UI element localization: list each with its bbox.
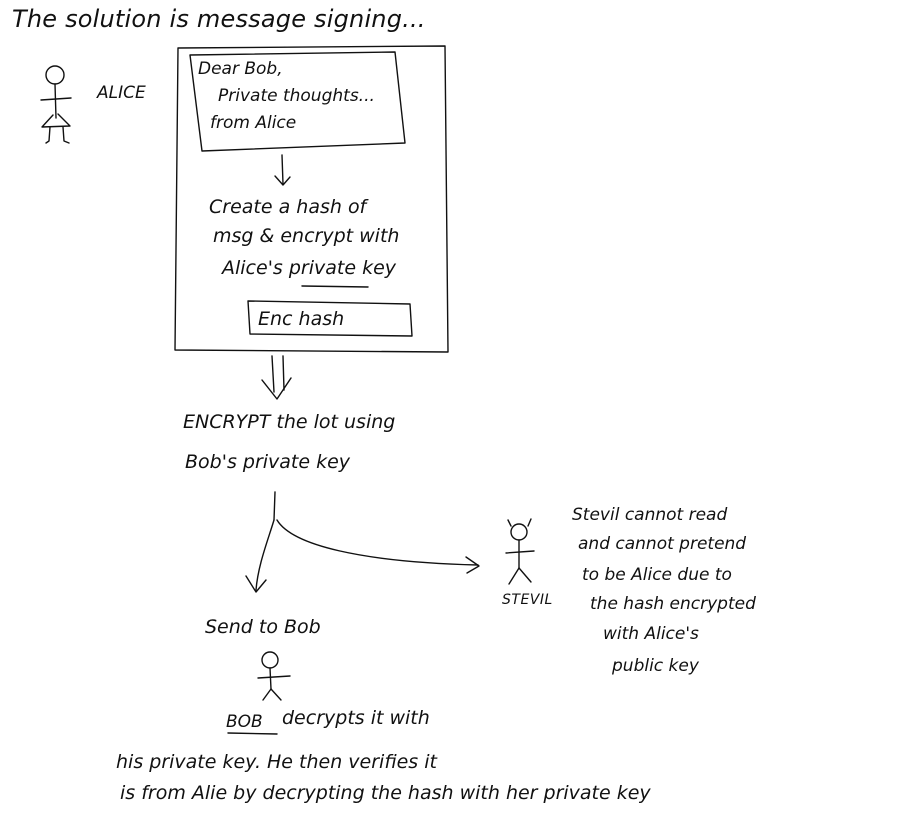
- bob-figure: [257, 651, 291, 701]
- stevil-label: STEVIL: [502, 592, 553, 608]
- enc-hash-box: [247, 300, 413, 337]
- stevil-note-line-5: with Alice's: [603, 624, 699, 644]
- hash-step-line-1: Create a hash of: [209, 196, 367, 218]
- private-underline: [301, 285, 369, 288]
- encrypt-step-line-2: Bob's private key: [185, 451, 351, 473]
- letter-box: [189, 51, 406, 152]
- container-box: [174, 45, 449, 353]
- stevil-note-line-4: the hash encrypted: [590, 594, 756, 614]
- stevil-note-line-2: and cannot pretend: [578, 534, 747, 554]
- send-to-bob-label: Send to Bob: [205, 616, 321, 638]
- stevil-note-line-1: Stevil cannot read: [572, 505, 728, 525]
- small-down-arrow: [274, 154, 291, 186]
- letter-line-2: Private thoughts...: [218, 86, 375, 106]
- stevil-figure: [505, 518, 535, 585]
- encrypt-step-line-1: ENCRYPT the lot using: [183, 411, 396, 433]
- bob-note-line-1: decrypts it with: [282, 707, 430, 729]
- enc-hash-label: Enc hash: [258, 308, 345, 330]
- stevil-note-line-6: public key: [612, 656, 699, 676]
- stevil-note-line-3: to be Alice due to: [582, 565, 732, 585]
- letter-line-3: from Alice: [210, 113, 297, 133]
- branch-arrows: [245, 491, 480, 593]
- hash-step-line-2: msg & encrypt with: [213, 225, 400, 247]
- bob-note-line-2: his private key. He then verifies it: [116, 751, 437, 773]
- double-down-arrow: [261, 355, 292, 400]
- bob-label: BOB: [226, 712, 263, 732]
- bob-underline: [227, 732, 278, 735]
- letter-line-1: Dear Bob,: [198, 59, 283, 79]
- diagram-title: The solution is message signing...: [12, 5, 426, 33]
- alice-figure: [40, 65, 72, 144]
- alice-label: ALICE: [97, 83, 146, 103]
- bob-note-line-3: is from Alie by decrypting the hash with…: [120, 782, 651, 804]
- hash-step-line-3: Alice's private key: [222, 257, 397, 279]
